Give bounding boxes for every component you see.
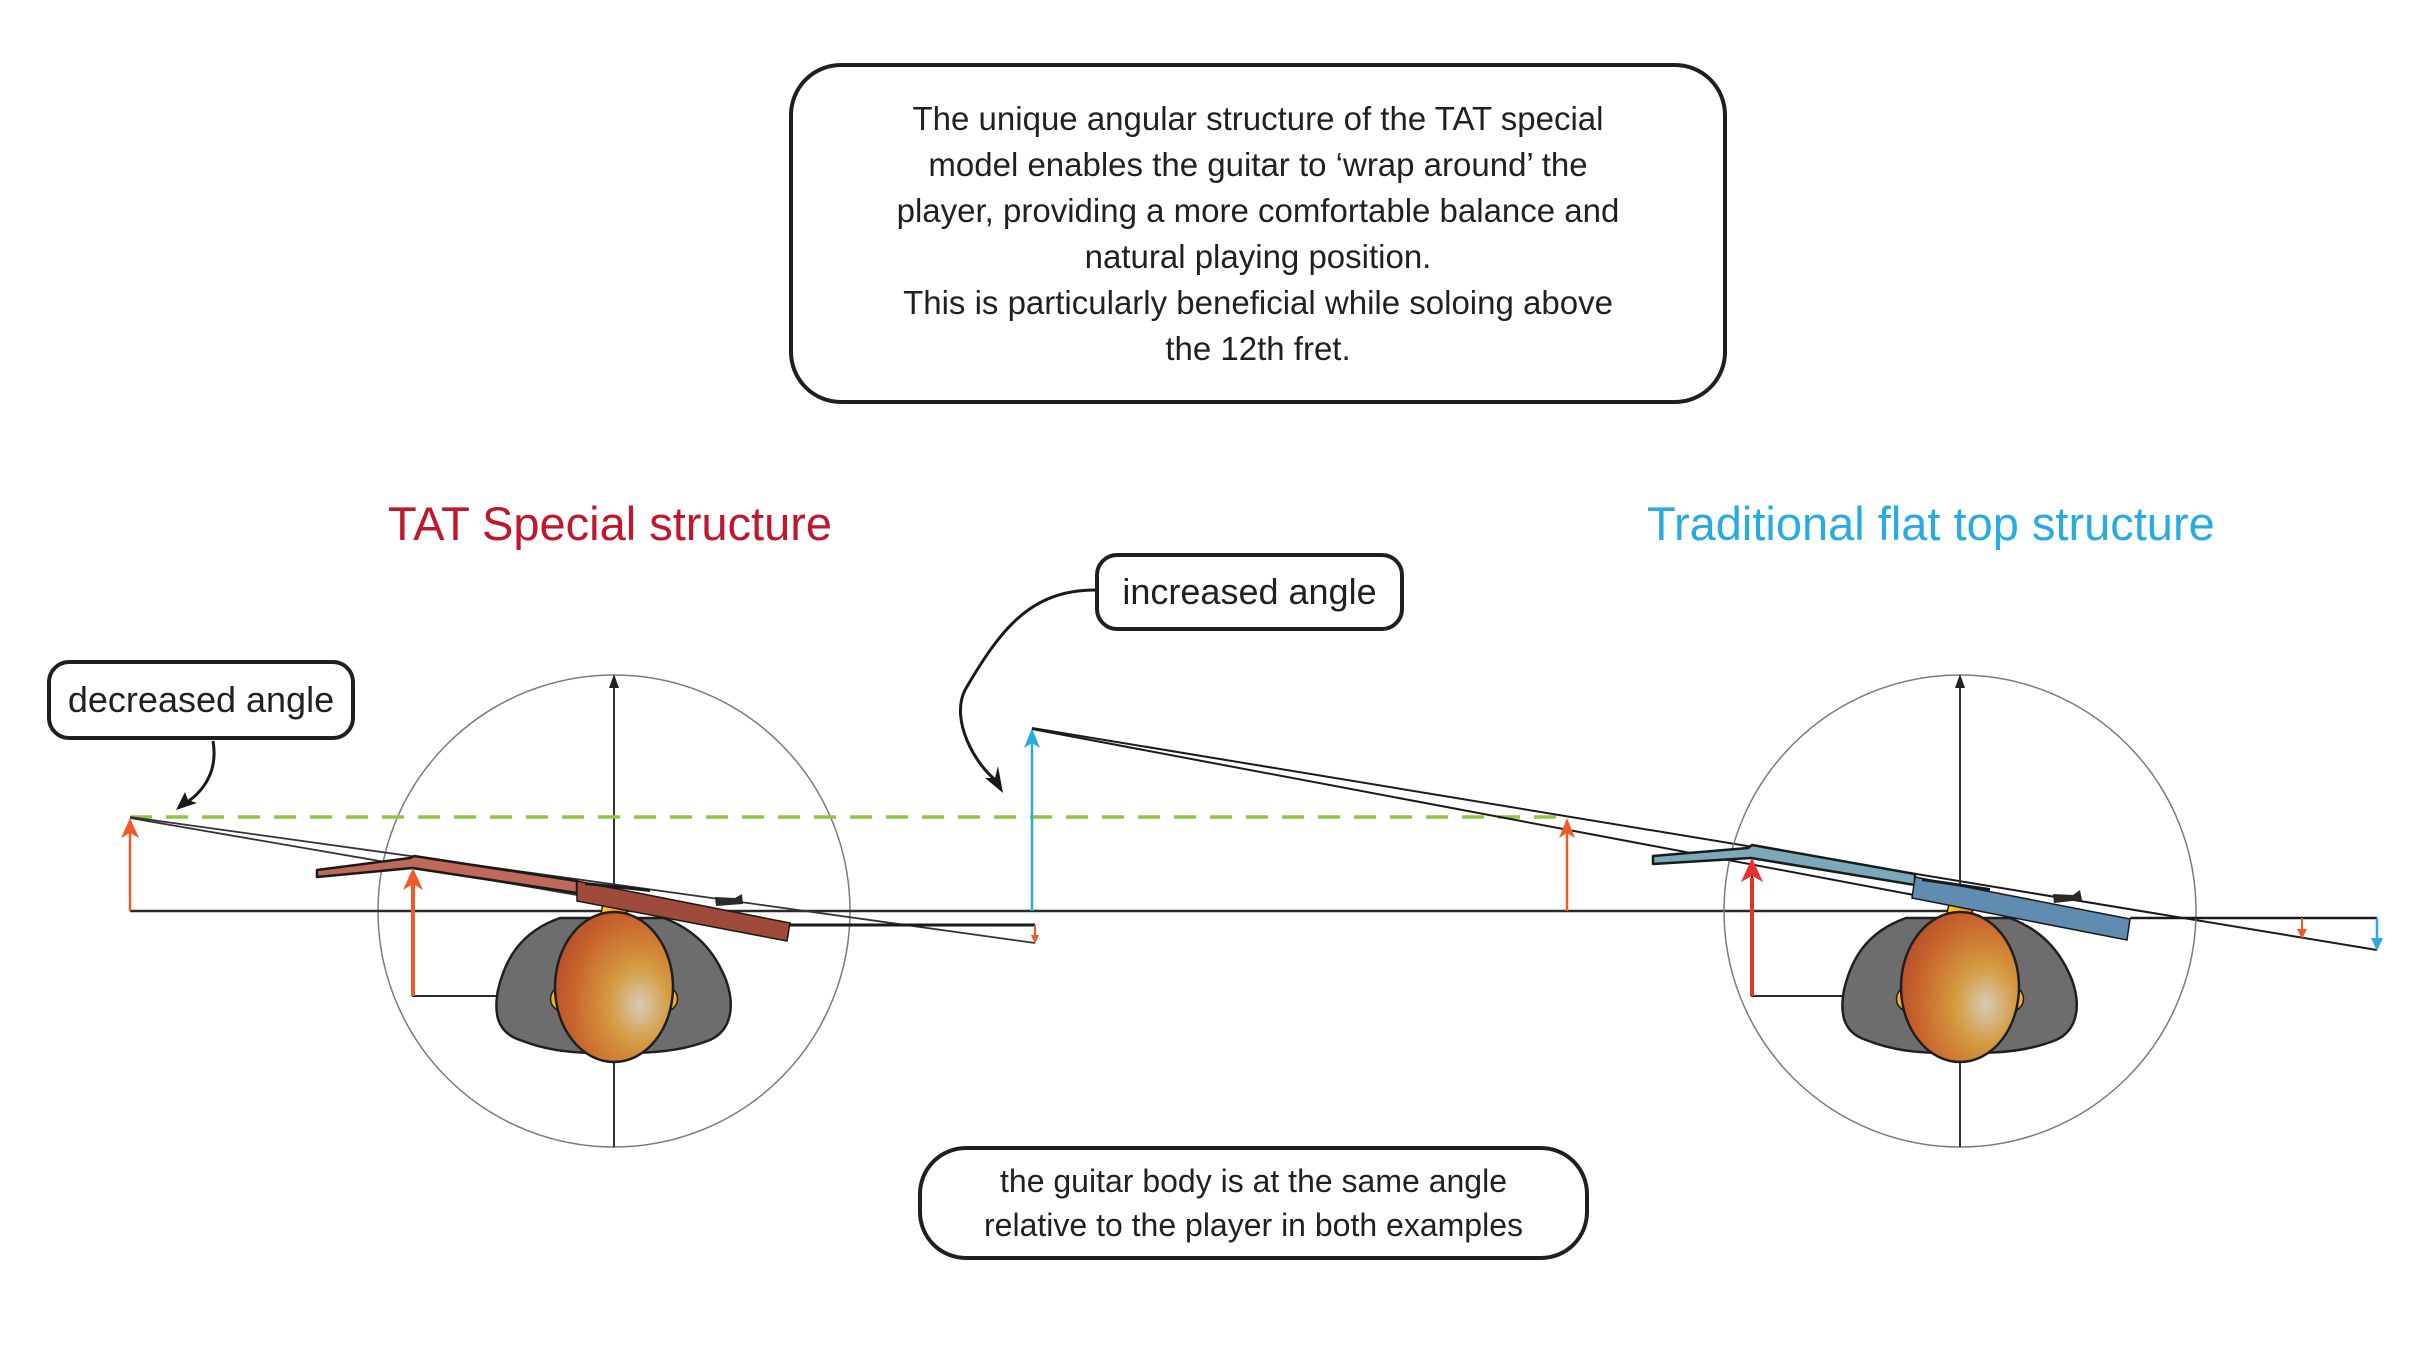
same-angle-callout: the guitar body is at the same angle rel…	[918, 1146, 1589, 1260]
tat-head	[553, 910, 675, 1064]
tat-bridge	[715, 894, 743, 906]
decreased-angle-callout: decreased angle	[47, 660, 355, 740]
info-callout-box: The unique angular structure of the TAT …	[789, 63, 1727, 404]
tat-guitar-neck	[315, 854, 579, 895]
tat-figure	[121, 674, 1960, 1148]
tat-apex-arrowhead	[121, 818, 139, 838]
trad-neck-arrowhead	[1741, 858, 1763, 882]
trad-leverage-line	[1751, 870, 1842, 997]
trad-bridge	[2053, 890, 2082, 903]
tat-angle-line-upper	[129, 816, 1036, 944]
traditional-figure	[1651, 674, 2383, 1148]
tat-structure-title: TAT Special structure	[388, 497, 833, 550]
tat-guitar-body	[576, 880, 791, 942]
increased-angle-construction	[1024, 727, 2378, 951]
info-line-1: The unique angular structure of the TAT …	[912, 99, 1604, 137]
tat-pickguard	[585, 882, 650, 892]
traditional-structure-title: Traditional flat top structure	[1647, 497, 2215, 550]
trad-head	[1899, 910, 2021, 1064]
trad-angle-line-lower	[1031, 728, 1915, 896]
blue-apex-arrowhead	[1024, 728, 1040, 748]
same-angle-line-1: the guitar body is at the same angle	[1000, 1163, 1507, 1199]
decreased-callout-arrow	[185, 740, 216, 805]
tat-axis-arrowhead	[609, 674, 619, 688]
tat-leverage-line	[412, 880, 496, 997]
trad-pickguard	[1922, 878, 1990, 891]
decreased-callout-arrowhead	[176, 792, 197, 810]
info-line-2: model enables the guitar to ‘wrap around…	[928, 145, 1588, 183]
increased-angle-label: increased angle	[1122, 571, 1377, 612]
trad-red-drop-arrowhead	[2297, 929, 2307, 939]
info-line-3: player, providing a more comfortable bal…	[896, 191, 1620, 229]
info-line-6: the 12th fret.	[1165, 329, 1351, 367]
tat-drop-arrowhead	[1031, 935, 1039, 944]
trad-guitar-neck	[1651, 843, 1917, 887]
info-line-4: natural playing position.	[1084, 237, 1432, 275]
trad-blue-drop-arrowhead	[2371, 938, 2383, 951]
same-angle-line-2: relative to the player in both examples	[984, 1207, 1523, 1243]
increased-angle-callout: increased angle	[1095, 553, 1404, 631]
increased-callout-arrowhead	[985, 766, 1003, 793]
info-line-5: This is particularly beneficial while so…	[903, 283, 1613, 321]
trad-axis-arrowhead	[1955, 674, 1965, 688]
trad-guitar-body	[1911, 876, 2131, 941]
increased-callout-arrow	[959, 588, 1096, 784]
trad-angle-line-upper	[1031, 727, 2378, 951]
decreased-angle-label: decreased angle	[67, 679, 335, 720]
mid-orange-arrowhead	[1559, 818, 1575, 838]
tat-neck-arrowhead	[403, 868, 423, 890]
